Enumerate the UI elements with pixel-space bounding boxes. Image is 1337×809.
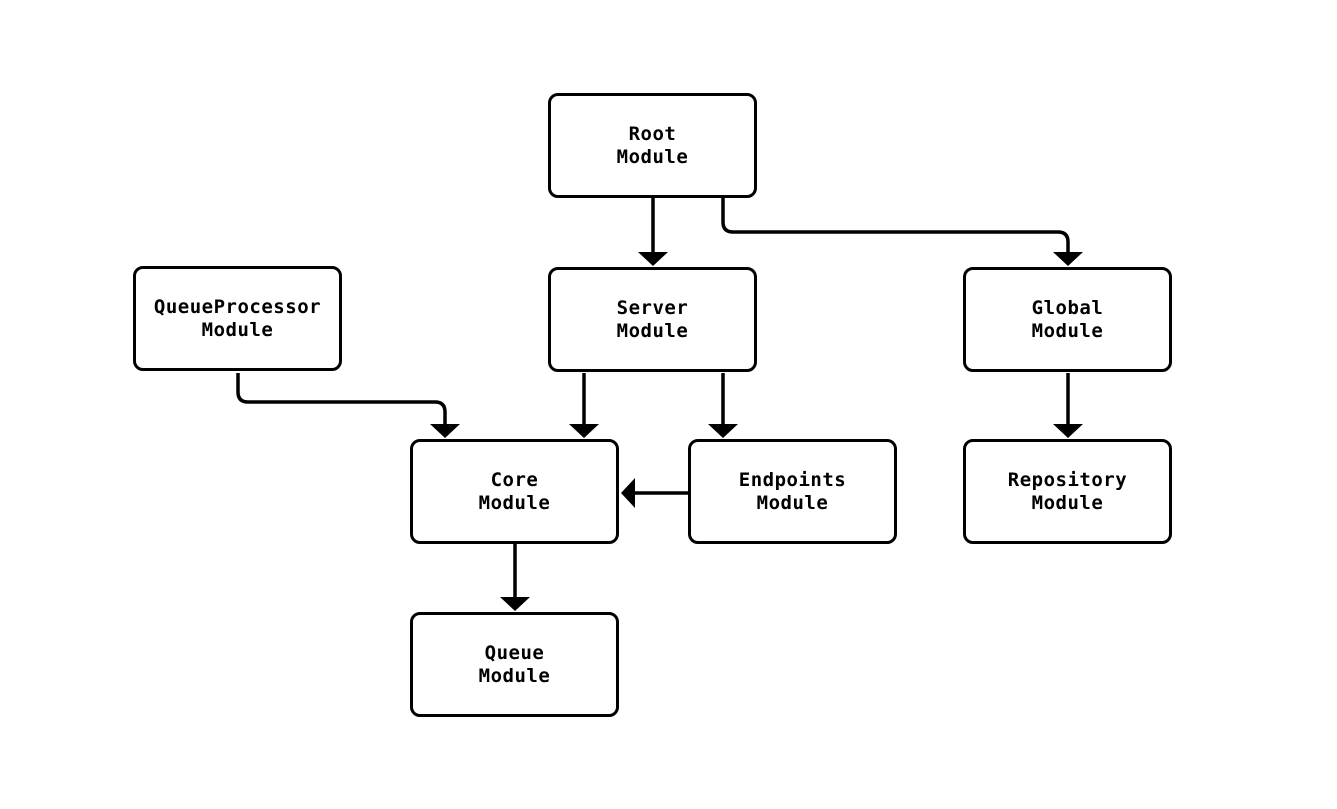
node-repository-module: Repository Module xyxy=(963,439,1172,544)
node-core-module-label: Core Module xyxy=(478,468,551,514)
node-endpoints-module-label: Endpoints Module xyxy=(738,468,847,514)
node-server-module: Server Module xyxy=(548,267,757,372)
node-server-module-label: Server Module xyxy=(616,296,689,342)
node-root-module: Root Module xyxy=(548,93,757,198)
node-queueprocessor-module-label: QueueProcessor Module xyxy=(153,295,322,341)
edge-root-to-global xyxy=(721,198,1083,266)
node-queueprocessor-module: QueueProcessor Module xyxy=(133,266,342,371)
node-root-module-label: Root Module xyxy=(616,122,689,168)
edge-queueprocessor-to-core xyxy=(236,373,460,438)
node-endpoints-module: Endpoints Module xyxy=(688,439,897,544)
node-queue-module: Queue Module xyxy=(410,612,619,717)
node-repository-module-label: Repository Module xyxy=(1007,468,1128,514)
node-core-module: Core Module xyxy=(410,439,619,544)
node-global-module-label: Global Module xyxy=(1031,296,1104,342)
node-global-module: Global Module xyxy=(963,267,1172,372)
node-queue-module-label: Queue Module xyxy=(478,641,551,687)
